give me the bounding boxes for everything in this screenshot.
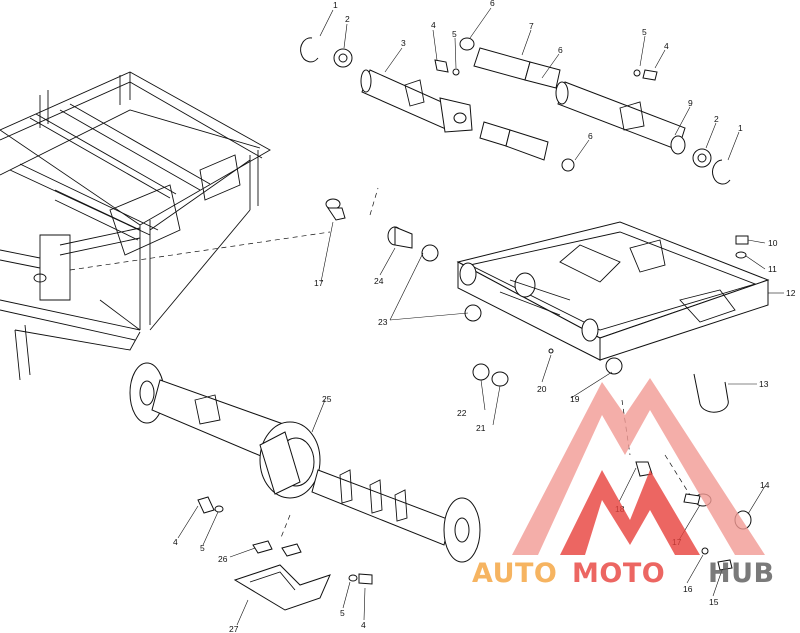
callout-4: 4 — [173, 537, 178, 547]
callout-1: 1 — [738, 123, 743, 133]
swing-arm — [456, 221, 770, 361]
callout-13: 13 — [759, 379, 769, 389]
callout-3: 3 — [401, 38, 406, 48]
callout-11: 11 — [768, 264, 777, 274]
callout-4: 4 — [431, 20, 436, 30]
callout-5: 5 — [642, 27, 647, 37]
callout-15: 15 — [709, 597, 719, 607]
callout-6: 6 — [490, 0, 495, 8]
bolt-washer-set-bottom-left — [197, 496, 224, 514]
pivot-tube-right — [555, 81, 731, 185]
callout-4: 4 — [361, 620, 366, 630]
fitting-16 — [701, 547, 709, 555]
callout-19: 19 — [570, 394, 580, 404]
washer-22 — [472, 363, 490, 381]
bolt-washer-set-bottom-right — [348, 573, 373, 585]
callout-25: 25 — [322, 394, 332, 404]
callout-7: 7 — [529, 21, 534, 31]
pivot-tube-left — [300, 37, 473, 133]
callout-22: 22 — [457, 408, 467, 418]
callout-14: 14 — [760, 480, 770, 490]
skid-plate-27 — [233, 564, 331, 611]
callout-23: 23 — [378, 317, 388, 327]
callout-10: 10 — [768, 238, 778, 248]
nut-21 — [491, 371, 509, 387]
callout-16: 16 — [683, 584, 693, 594]
callout-9: 9 — [688, 98, 693, 108]
callout-2: 2 — [345, 14, 350, 24]
callout-6: 6 — [588, 131, 593, 141]
callout-27: 27 — [229, 624, 239, 633]
pivot-shaft — [459, 37, 575, 172]
washer-19 — [605, 357, 623, 375]
u-bolt — [693, 373, 729, 413]
callout-24: 24 — [374, 276, 384, 286]
callout-26: 26 — [218, 554, 228, 564]
nut-washer-right — [735, 235, 749, 259]
callout-21: 21 — [476, 423, 486, 433]
clip-15 — [717, 559, 733, 571]
callout-6: 6 — [558, 45, 563, 55]
callout-2: 2 — [714, 114, 719, 124]
watermark-auto: AUTO — [472, 558, 557, 589]
bushing-24 — [387, 226, 439, 262]
watermark-hub: HUB — [708, 558, 775, 589]
callout-5: 5 — [340, 608, 345, 618]
callout-1: 1 — [333, 0, 338, 10]
callout-5: 5 — [200, 543, 205, 553]
callout-17: 17 — [314, 278, 324, 288]
watermark-moto: MOTO — [572, 558, 665, 589]
callout-4: 4 — [664, 41, 669, 51]
callout-12: 12 — [786, 288, 796, 298]
rear-axle-assembly — [129, 362, 481, 563]
callout-labels: 1 2 3 4 5 6 7 6 5 4 9 2 1 6 10 11 12 13 … — [173, 0, 796, 633]
pivot-bolt-17 — [325, 198, 346, 221]
automotohub-watermark: AUTO MOTO HUB — [472, 378, 775, 589]
pad-26 — [252, 540, 302, 557]
grease-fitting-20 — [548, 348, 554, 354]
callout-5: 5 — [452, 29, 457, 39]
vehicle-frame — [0, 71, 271, 381]
bolt-washer-set-top — [434, 59, 658, 81]
callout-20: 20 — [537, 384, 547, 394]
